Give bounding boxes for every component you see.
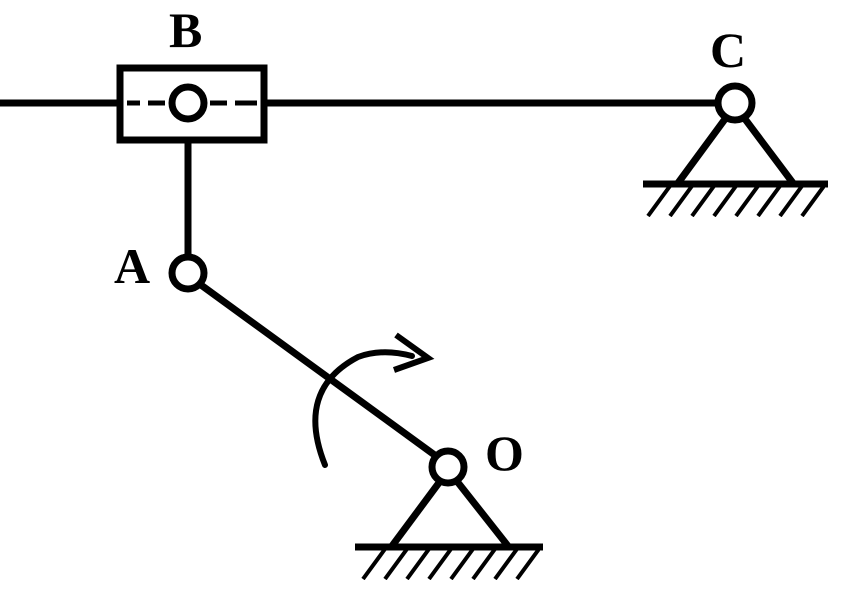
ground-o-hatch-icon [361,548,540,580]
pin-a-icon [168,253,208,293]
support-o-right-leg [453,477,511,549]
label-c: C [710,22,746,78]
crank-ao [198,282,439,459]
support-c-right-leg [739,112,796,186]
label-a: A [114,238,150,294]
label-b: B [169,2,202,58]
label-o: O [485,425,524,481]
pin-c-icon [714,82,756,124]
pin-o-icon [428,447,468,487]
rotation-arrow-icon [312,349,415,468]
support-o-left-leg [389,477,444,549]
ground-c-hatch-icon [646,185,825,217]
pin-b-icon [168,83,208,123]
support-c-left-leg [675,112,731,186]
rotation-arrowhead-icon [393,332,435,373]
